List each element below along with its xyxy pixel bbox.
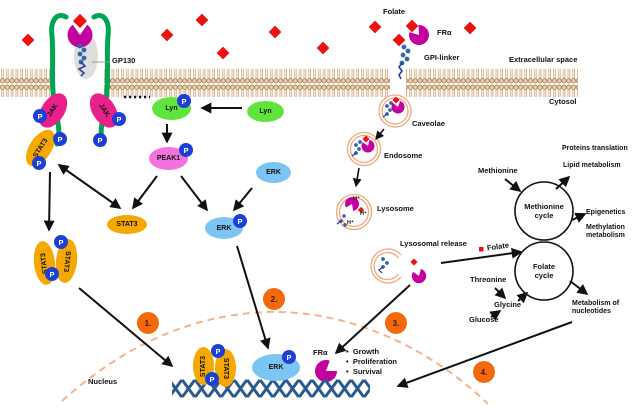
phospho-badge: P [93,133,107,147]
phospho-badge: P [233,214,247,228]
phospho-badge: P [33,109,47,123]
arrow-peak1-to-stat3 [132,175,158,210]
arrow-erkp-to-nucleus [236,245,271,350]
arrow-stat3p-to-dimer [43,171,55,232]
folate-diamond [405,19,419,33]
folate-cycle-circle [514,241,574,301]
arrow-cycle-to-nucleotides [569,280,589,296]
caveolae-cargo [382,96,405,118]
arrow-release-to-folate-cycle [440,247,523,264]
step-1-badge: 1. [137,312,159,334]
fra-at-dna [315,360,338,382]
nucleus-boundary [61,310,489,405]
fra-label: FRα [437,28,452,37]
arrow-release-to-fra-dna [334,284,411,355]
folate-diamonds [21,13,477,60]
phospho-badge: P [32,156,46,170]
phospho-badge: P [205,372,219,386]
gp130-receptor [49,13,111,147]
glycine-label: Glycine [494,300,522,309]
outcome-proliferation: • Proliferation [346,357,397,366]
proton-label: H⁺ [353,196,360,202]
lyn-inactive: Lyn [247,101,284,122]
phospho-badge: P [54,235,68,249]
arrow-caveolae-to-endosome [375,128,385,141]
nucleotides-label: Metabolism of nucleotides [572,300,620,315]
lysosome-label: Lysosome [377,204,414,213]
stat3-cytosolic: STAT3 [107,215,147,234]
lysosomal-release-vesicle [370,248,402,284]
folate-label: Folate [383,7,406,16]
arrow-dimer-to-nucleus [78,287,174,368]
phospho-badge: P [177,94,191,108]
erk-inactive: ERK [256,162,291,183]
phospho-badge: P [179,143,193,157]
gpi-beads [399,44,411,66]
lysosomal-release-label: Lysosomal release [400,239,467,248]
proteins-translation-label: Proteins translation [562,145,628,152]
arrow-endosome-to-lysosome [352,167,362,188]
phospho-badge: P [282,350,296,364]
arrow-threonine-to-glycine [494,287,507,300]
endosome-cargo [351,135,375,157]
caveolae-label: Caveolae [412,119,445,128]
endosome-vesicle [346,131,382,167]
phospho-badge: P [211,344,225,358]
phospho-badge: P [45,267,59,281]
arrow-cycle-to-translation [555,175,571,190]
folate-diamond [72,13,88,29]
fra-pacman [409,25,429,45]
stat3-dna-right: STAT3 [215,349,236,387]
endosome-label: Endosome [384,151,423,160]
outcome-list: • Growth • Proliferation • Survival [346,347,397,377]
arrow-cycle-to-outcomes [396,321,573,388]
extracellular-label: Extracellular space [509,55,578,64]
proton-label: H⁺ [360,211,367,217]
fra-receptor [398,19,429,80]
released-cargo [378,257,427,284]
gpi-linker-label: GPI-linker [424,53,460,62]
arrow-erk-to-erkp [232,187,253,212]
nucleus-label: Nucleus [88,377,118,386]
methionine-cycle-circle [514,181,574,241]
arrow-stat3-shuttle [57,164,122,209]
methionine-label: Methionine [478,166,518,175]
peak1: PEAK1 [149,147,188,170]
lipid-metabolism-label: Lipid metabolism [563,162,621,169]
proton-label: H⁺ [347,220,354,226]
arrow-cycle-to-epigenetics [571,212,587,223]
cytosol-label: Cytosol [549,97,577,106]
arrow-methionine-in [504,178,522,193]
glucose-label: Glucose [469,315,499,324]
arrow-peak1-to-erkp [180,175,209,212]
step-4-badge: 4. [473,361,495,383]
phospho-badge: P [112,112,126,126]
step-3-badge: 3. [385,312,407,334]
step-2-badge: 2. [263,288,285,310]
epigenetics-label: Epigenetics [586,209,626,216]
folate-cycle-label: Folate cycle [532,262,556,280]
plasma-membrane [0,69,578,97]
lysosome-cargo [336,197,365,227]
methylation-label: Methylation metabolism [586,224,625,239]
arrows [43,102,589,388]
outcome-survival: • Survival [346,367,382,376]
ligand-cup [67,24,93,48]
outcome-growth: • Growth [346,347,380,356]
gp130-label: GP130 [112,56,136,65]
methionine-cycle-label: Methionine cycle [524,202,564,220]
fra-dna-label: FRα [313,348,328,357]
folate-dot [479,247,484,252]
arrow-glucose-to-glycine [489,310,502,321]
arrow-glycine-to-cycle [516,291,529,304]
threonine-label: Threonine [470,275,507,284]
phospho-badge: P [53,132,67,146]
